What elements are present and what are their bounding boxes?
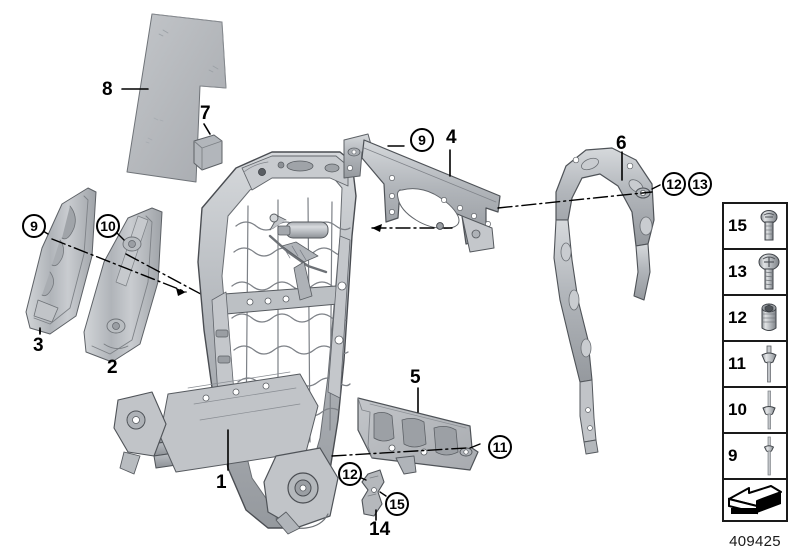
callout-4: 4 xyxy=(446,127,457,148)
callout-7: 7 xyxy=(200,103,211,124)
part-lower-rear-panel xyxy=(331,387,481,475)
legend-number-13: 13 xyxy=(728,262,747,281)
part-latch-hook-bracket xyxy=(351,469,387,521)
legend-number-11: 11 xyxy=(728,354,746,373)
pan-head-screw-short-icon xyxy=(752,204,786,248)
part-side-trim-left xyxy=(25,187,97,335)
part-upholstery-backrest-panel xyxy=(121,13,227,183)
callout-10: 10 xyxy=(96,214,120,238)
callout-1: 1 xyxy=(216,472,227,493)
callout-12-bottom: 12 xyxy=(338,462,362,486)
hardware-legend-table: 15 13 xyxy=(722,202,788,522)
frame-actuator-upper xyxy=(268,213,329,301)
part-backrest-frame xyxy=(113,151,357,535)
pan-head-screw-long-icon xyxy=(752,250,786,294)
callout-2: 2 xyxy=(107,357,118,378)
legend-number-9: 9 xyxy=(728,446,738,465)
legend-row-12: 12 xyxy=(724,296,786,342)
legend-number-15: 15 xyxy=(728,216,747,235)
legend-row-13: 13 xyxy=(724,250,786,296)
callout-9-top: 9 xyxy=(410,128,434,152)
callout-13: 13 xyxy=(688,172,712,196)
part-upper-cross-bracket xyxy=(343,133,501,253)
callout-11: 11 xyxy=(488,435,512,459)
diagram-number-caption: 409425 xyxy=(729,533,781,550)
callout-14: 14 xyxy=(369,519,391,540)
callout-5: 5 xyxy=(410,367,421,388)
part-headrest-guide-frame xyxy=(497,147,661,455)
legend-row-15: 15 xyxy=(724,204,786,250)
callout-3: 3 xyxy=(33,335,44,356)
threaded-sleeve-icon xyxy=(752,296,786,340)
forward-direction-arrow-icon xyxy=(724,480,786,520)
callout-8: 8 xyxy=(102,79,113,100)
legend-number-10: 10 xyxy=(728,400,747,419)
callout-12-right: 12 xyxy=(662,172,686,196)
legend-row-10: 10 xyxy=(724,388,786,434)
assembly-reference-lines xyxy=(51,238,213,301)
callout-9-left: 9 xyxy=(22,214,46,238)
part-side-trim-right xyxy=(83,207,163,363)
callout-15: 15 xyxy=(385,492,409,516)
blind-rivet-small-icon xyxy=(752,434,786,478)
blind-rivet-medium-icon xyxy=(752,388,786,432)
callout-6: 6 xyxy=(616,133,627,154)
legend-row-11: 11 xyxy=(724,342,786,388)
blind-rivet-large-icon xyxy=(752,342,786,386)
part-foam-pad-block xyxy=(193,123,223,171)
legend-row-direction-marker xyxy=(724,480,786,520)
legend-row-9: 9 xyxy=(724,434,786,480)
legend-number-12: 12 xyxy=(728,308,747,327)
